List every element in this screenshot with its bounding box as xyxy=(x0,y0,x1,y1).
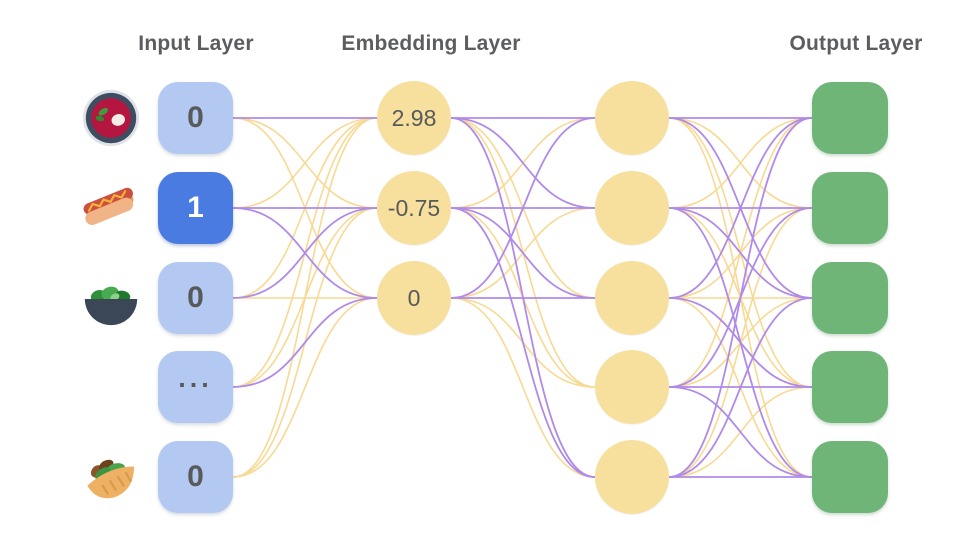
output-layer-title: Output Layer xyxy=(789,32,923,55)
input-node-0: 0 xyxy=(158,82,233,154)
edge-in-emb-1-0 xyxy=(232,117,378,209)
edge-emb-hid-2-4 xyxy=(450,297,596,478)
input-node-value: 0 xyxy=(187,101,204,134)
hidden-node-3 xyxy=(595,350,669,424)
input-node-value: 0 xyxy=(187,460,204,493)
edge-in-emb-4-0 xyxy=(232,117,378,478)
edge-hid-out-4-2 xyxy=(668,297,813,478)
output-node-2 xyxy=(812,262,888,334)
embedding-node-value: 2.98 xyxy=(391,104,437,131)
input-node-3: ... xyxy=(158,351,233,423)
hidden-node-2 xyxy=(595,261,669,335)
input-node-2: 0 xyxy=(158,262,233,334)
input-node-value: 0 xyxy=(187,281,204,314)
input-node-value: 1 xyxy=(187,191,204,224)
embedding-node-value: -0.75 xyxy=(387,194,441,221)
edge-in-emb-4-2 xyxy=(232,297,378,478)
hidden-node-0 xyxy=(595,81,669,155)
edge-emb-hid-0-1 xyxy=(450,117,596,209)
edge-hid-out-3-4 xyxy=(668,386,813,478)
edge-emb-hid-1-4 xyxy=(450,207,596,478)
hotdog-icon xyxy=(80,177,142,239)
salad-icon xyxy=(80,267,142,329)
edge-hid-out-1-2 xyxy=(668,207,813,299)
hidden-node-4 xyxy=(595,440,669,514)
edge-hid-out-2-0 xyxy=(668,117,813,299)
embedding-node-1: -0.75 xyxy=(377,171,451,245)
input-node-value: ... xyxy=(178,362,213,393)
edge-in-emb-2-1 xyxy=(232,207,378,299)
output-node-0 xyxy=(812,82,888,154)
soup-icon xyxy=(80,87,142,149)
edge-hid-out-2-3 xyxy=(668,297,813,388)
edge-emb-hid-1-2 xyxy=(450,207,596,299)
input-layer-title: Input Layer xyxy=(138,32,254,55)
hidden-node-1 xyxy=(595,171,669,245)
output-node-1 xyxy=(812,172,888,244)
embedding-layer-title: Embedding Layer xyxy=(341,32,521,55)
embedding-node-0: 2.98 xyxy=(377,81,451,155)
edge-hid-out-1-0 xyxy=(668,117,813,209)
input-node-4: 0 xyxy=(158,441,233,513)
edge-hid-out-4-0 xyxy=(668,117,813,478)
output-node-3 xyxy=(812,351,888,423)
edge-emb-hid-2-0 xyxy=(450,117,596,299)
input-node-1: 1 xyxy=(158,172,233,244)
embedding-node-value: 0 xyxy=(407,284,421,311)
output-node-4 xyxy=(812,441,888,513)
embedding-node-2: 0 xyxy=(377,261,451,335)
pita-icon xyxy=(80,446,142,508)
edge-in-emb-3-2 xyxy=(232,297,378,388)
